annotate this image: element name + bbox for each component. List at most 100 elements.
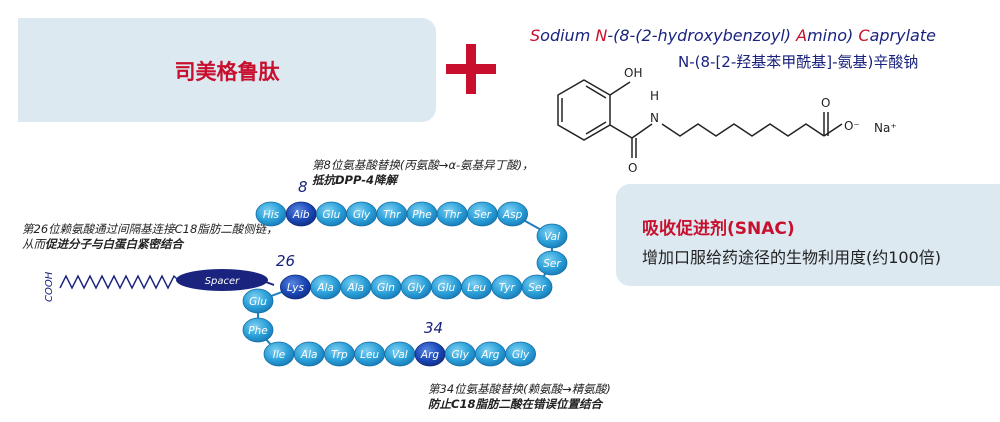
annotation-8-line1: 第8位氨基酸替换(丙氨酸→α-氨基异丁酸)， <box>312 158 534 172</box>
snac-rest-c: aprylate <box>869 26 936 45</box>
label-n: N <box>650 111 659 125</box>
label-na: Na⁺ <box>874 121 897 135</box>
residue-label: Ile <box>273 349 285 361</box>
residue-ala: Ala <box>293 341 325 367</box>
residue-label: Thr <box>444 209 462 221</box>
snac-english-name: Sodium N-(8-(2-hydroxybenzoyl) Amino) Ca… <box>530 26 936 45</box>
residue-ser: Ser <box>536 250 568 276</box>
residue-label: Phe <box>412 209 431 221</box>
residue-ala: Ala <box>340 274 372 300</box>
residue-bead <box>497 201 528 227</box>
snac-panel-title: 吸收促进剂(SNAC) <box>642 219 795 239</box>
residue-label: Gln <box>377 282 395 294</box>
residue-bead <box>505 341 536 367</box>
annotation-26-line1: 第26位赖氨酸通过间隔基连接C18脂肪二酸侧链， <box>22 222 278 236</box>
residue-gly: Gly <box>444 341 476 367</box>
residue-gly: Gly <box>346 201 378 227</box>
residue-phe: Phe <box>406 201 438 227</box>
residue-label: Ala <box>300 349 318 361</box>
residue-label: Leu <box>467 282 486 294</box>
drug-name: 司美格鲁肽 <box>174 60 280 84</box>
label-o-amide: O <box>628 161 637 175</box>
c18-fatty-chain <box>59 274 181 290</box>
residue-tyr: Tyr <box>491 274 523 300</box>
residue-aib: Aib <box>285 201 317 227</box>
residue-label: Ala <box>316 282 334 294</box>
residue-label: Ser <box>543 258 561 270</box>
residue-label: Ser <box>528 282 546 294</box>
residue-label: Val <box>544 231 560 243</box>
residue-bead <box>242 288 274 314</box>
residue-label: Arg <box>420 349 439 361</box>
annotation-26-line2-plain: 从而 <box>22 237 45 251</box>
residue-ser: Ser <box>466 201 498 227</box>
annotation-26-line2-bold: 促进分子与白蛋白紧密结合 <box>45 237 183 251</box>
residue-label: Ser <box>474 209 492 221</box>
spacer-ellipse <box>176 269 268 291</box>
residue-bead <box>279 274 311 300</box>
residue-label: Asp <box>502 209 523 221</box>
residue-label: Thr <box>383 209 401 221</box>
residue-bead <box>242 317 274 343</box>
residue-label: Val <box>392 349 408 361</box>
residue-label: Lys <box>287 282 305 294</box>
residue-asp: Asp <box>497 201 528 227</box>
residue-gln: Gln <box>370 274 402 300</box>
residue-ile: Ile <box>263 341 295 367</box>
residue-arg: Arg <box>414 341 446 367</box>
snac-rest-n: -(8-(2-hydroxybenzoyl) <box>607 26 797 45</box>
annotation-position-34: 第34位氨基酸替换(赖氨酸→精氨酸) 防止C18脂肪二酸在错误位置结合 <box>428 382 611 412</box>
residue-label: Ala <box>347 282 365 294</box>
side-chain-bonds <box>609 81 843 158</box>
residue-glu: Glu <box>430 274 462 300</box>
snac-rest-s: odium <box>540 26 596 45</box>
residue-bead <box>536 223 568 249</box>
residue-gly: Gly <box>400 274 432 300</box>
label-h: H <box>650 89 659 103</box>
drug-name-panel: 司美格鲁肽 <box>18 18 436 122</box>
residue-label: Gly <box>452 349 470 361</box>
residue-arg: Arg <box>474 341 506 367</box>
plus-icon <box>446 44 496 94</box>
residue-label: Gly <box>408 282 426 294</box>
label-o-acid: O <box>821 96 830 110</box>
residue-bead <box>536 250 568 276</box>
residue-label: Glu <box>438 282 456 294</box>
annotation-34-line2: 防止C18脂肪二酸在错误位置结合 <box>428 397 602 411</box>
annotation-26-line2: 从而促进分子与白蛋白紧密结合 <box>22 237 278 252</box>
residue-label: Tyr <box>499 282 516 294</box>
residue-thr: Thr <box>376 201 408 227</box>
position-26-label: 26 <box>276 252 295 270</box>
snac-cap-n: N <box>595 26 608 45</box>
cooh-label: COOH <box>44 271 55 302</box>
snac-cap-c: C <box>858 26 870 45</box>
residue-val: Val <box>384 341 416 367</box>
residue-label: Aib <box>292 209 310 221</box>
residue-label: Arg <box>480 349 499 361</box>
spacer-link <box>265 281 275 286</box>
residue-lys: Lys <box>279 274 311 300</box>
snac-info-panel: 吸收促进剂(SNAC) 增加口服给药途径的生物利用度(约100倍) <box>616 184 1000 286</box>
residue-glu: Glu <box>315 201 347 227</box>
annotation-position-8: 第8位氨基酸替换(丙氨酸→α-氨基异丁酸)， 抵抗DPP-4降解 <box>312 158 534 188</box>
residue-label: Glu <box>249 296 267 308</box>
residue-ala: Ala <box>310 274 342 300</box>
residue-phe: Phe <box>242 317 274 343</box>
annotation-34-line1: 第34位氨基酸替换(赖氨酸→精氨酸) <box>428 382 611 396</box>
residue-his: His <box>255 201 287 227</box>
snac-panel-description: 增加口服给药途径的生物利用度(约100倍) <box>642 248 942 267</box>
label-o-minus: O⁻ <box>844 119 860 133</box>
residue-label: Trp <box>331 349 348 361</box>
residue-label: Gly <box>512 349 530 361</box>
residue-leu: Leu <box>461 274 493 300</box>
snac-chinese-name: N-(8-[2-羟基苯甲酰基]-氨基)辛酸钠 <box>678 53 919 71</box>
residue-label: Phe <box>248 325 267 337</box>
residue-glu: Glu <box>242 288 274 314</box>
residue-thr: Thr <box>436 201 468 227</box>
label-oh: OH <box>624 66 642 80</box>
residue-val: Val <box>536 223 568 249</box>
snac-structure: OH H N O O O⁻ Na⁺ <box>557 66 897 175</box>
snac-cap-s: S <box>530 26 541 45</box>
